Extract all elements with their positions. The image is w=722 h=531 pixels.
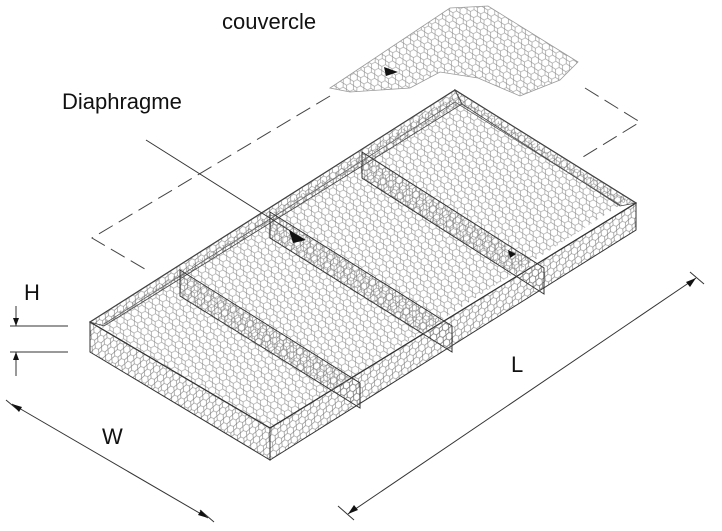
lid-pointer-icon	[384, 67, 398, 76]
width-dimension	[5, 399, 215, 523]
width-label: W	[102, 424, 123, 449]
length-dimension	[337, 271, 705, 521]
length-label: L	[511, 352, 524, 377]
diaphragm-label: Diaphragme	[62, 89, 182, 114]
lid-mesh	[328, 5, 579, 97]
mattress-box	[88, 88, 638, 461]
lid-outline-dashed	[91, 87, 641, 273]
diaphragms	[179, 151, 545, 409]
diaphragm-leader	[145, 139, 516, 258]
corner-pointer-icon	[508, 250, 516, 258]
height-label: H	[24, 280, 40, 305]
lid-label: couvercle	[222, 9, 317, 34]
height-dimension	[10, 306, 68, 376]
diaphragm-pointer-icon	[289, 230, 306, 243]
